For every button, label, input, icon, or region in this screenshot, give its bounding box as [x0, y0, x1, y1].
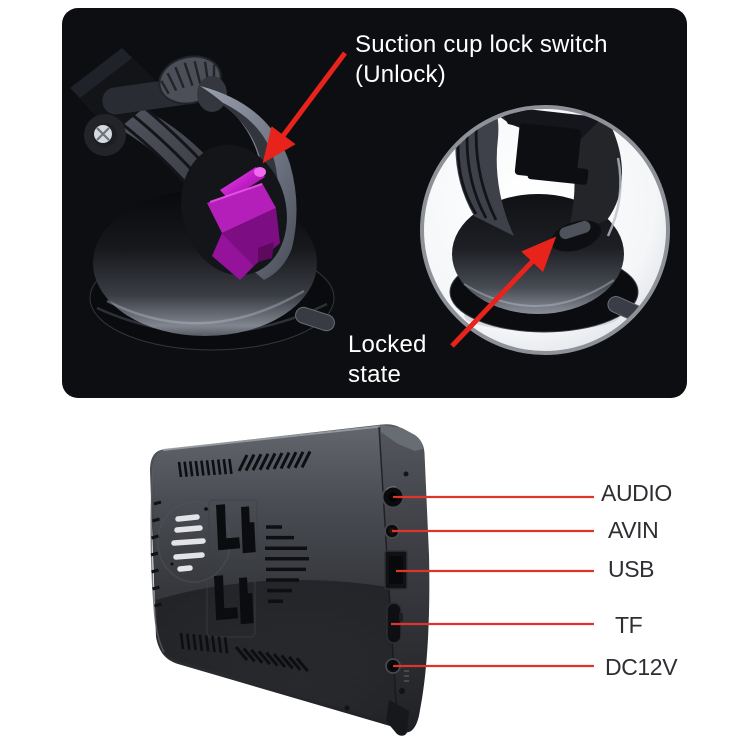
port-label-avin: AVIN: [608, 517, 659, 543]
mount-brackets: [206, 499, 258, 638]
bottom-vents-straight: [179, 632, 229, 654]
port-label-tf: TF: [615, 612, 643, 638]
unlock-arrow: [262, 51, 348, 164]
device-back-illustration: [150, 424, 594, 736]
unlock-caption-line2: (Unlock): [355, 61, 446, 88]
locked-arrow: [450, 236, 557, 348]
device-back: [150, 424, 430, 736]
port-label-dc12v: DC12V: [605, 654, 678, 680]
locked-caption: Locked state: [348, 330, 427, 390]
top-vents-straight: [177, 458, 233, 478]
suction-mount-panel: Suction cup lock switch (Unlock) Locked …: [62, 8, 687, 398]
lock-lever-unlocked: [207, 167, 280, 280]
unlock-caption: Suction cup lock switch (Unlock): [355, 30, 608, 90]
port-label-usb: USB: [608, 556, 655, 582]
mount-unlocked-art: [70, 48, 335, 351]
bottom-vents-slanted: [234, 646, 309, 673]
side-vents: [265, 525, 309, 603]
unlock-caption-line1: Suction cup lock switch: [355, 31, 608, 58]
top-vents-slanted: [237, 450, 312, 472]
locked-inset: [420, 105, 670, 355]
locked-caption-line1: Locked: [348, 331, 427, 358]
left-edge-vents: [150, 500, 162, 608]
port-label-audio: AUDIO: [601, 480, 672, 506]
locked-caption-line2: state: [348, 361, 402, 388]
lock-lever-locked: [550, 220, 602, 252]
screw-hole: [403, 471, 409, 477]
connector-lines: [391, 495, 594, 668]
mount-illustration: [70, 48, 670, 355]
